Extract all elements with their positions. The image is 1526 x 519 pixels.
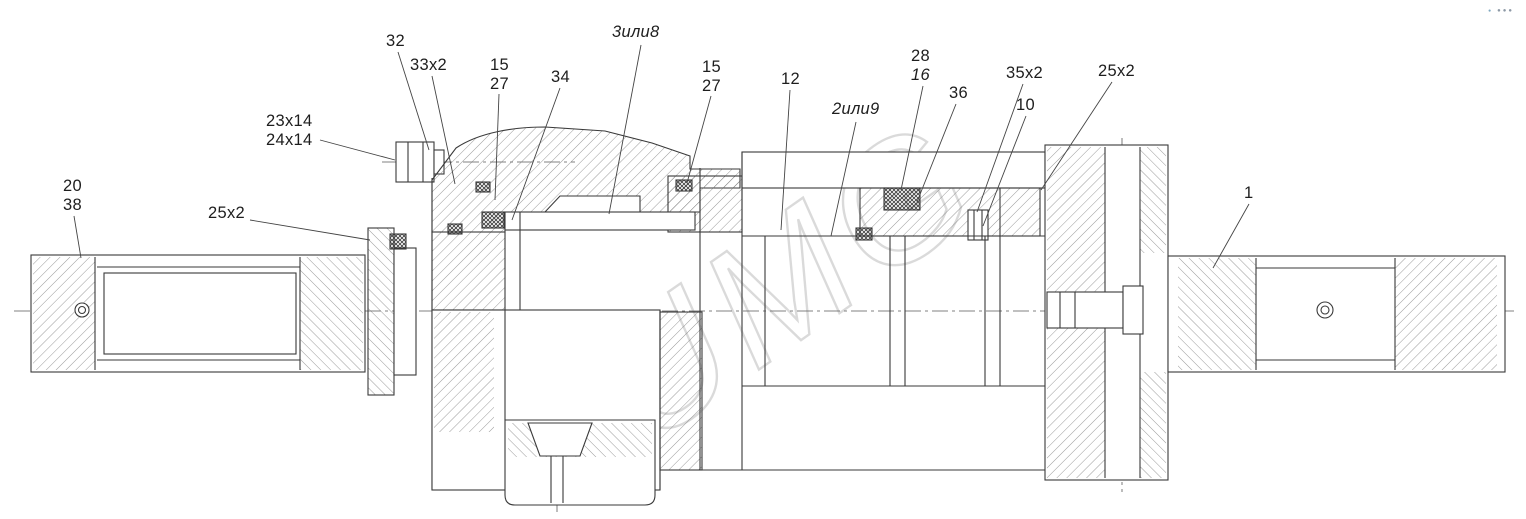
callout-line: 20	[63, 177, 82, 195]
callout-line: 12	[781, 70, 800, 88]
upper-housing	[431, 126, 743, 490]
right-cap	[1044, 144, 1169, 481]
callout-15-27-b: 15 27	[702, 58, 721, 96]
lower-body	[431, 168, 703, 506]
callout-20-38: 20 38	[63, 177, 82, 215]
callout-33x2: 33x2	[410, 56, 447, 75]
callout-line: 10	[1016, 96, 1035, 114]
leader-line	[397, 51, 430, 151]
callout-32: 32	[386, 32, 405, 51]
callout-line: 24x14	[266, 130, 313, 149]
callout-line: 16	[911, 65, 930, 84]
callout-line: 15	[702, 58, 721, 76]
callout-line: 25x2	[1098, 62, 1135, 80]
right-rod	[1167, 255, 1506, 373]
leader-line	[976, 83, 1024, 213]
corner-dots-icon: ● ●●●	[1488, 8, 1514, 14]
callout-line: 27	[702, 76, 721, 95]
seal-28-16	[883, 187, 921, 211]
callout-2-or-9: 2или9	[832, 100, 880, 119]
cylinder-barrel	[700, 151, 1046, 471]
corner-dot-row: ●●●	[1497, 8, 1514, 14]
leader-line	[511, 87, 561, 221]
callout-line: 15	[490, 56, 509, 74]
callout-line: 23x14	[266, 112, 313, 130]
left-flange	[367, 141, 445, 396]
callout-line: 25x2	[208, 204, 245, 222]
callout-line: 2или9	[832, 100, 880, 118]
callout-25x2-right: 25x2	[1098, 62, 1135, 81]
leader-line	[1212, 203, 1250, 269]
leader-line	[1040, 81, 1113, 191]
callout-line: 34	[551, 68, 570, 86]
leader-line	[319, 139, 396, 161]
rod-part-3or8	[504, 211, 696, 231]
cap-bolt	[1046, 291, 1124, 329]
callout-line: 35x2	[1006, 64, 1043, 82]
seal-2or9	[855, 227, 873, 241]
seal-15-27-a	[475, 181, 491, 193]
leader-line	[431, 75, 456, 185]
flange-oring-seal	[389, 233, 407, 250]
leader-line	[494, 93, 500, 201]
leader-line	[916, 103, 957, 203]
bottom-notch	[527, 422, 593, 457]
leader-lines	[73, 44, 1250, 269]
callout-23x14-24x14: 23x14 24x14	[266, 112, 312, 150]
seal-34	[481, 211, 505, 229]
callout-10: 10	[1016, 96, 1035, 115]
callout-line: 1	[1244, 184, 1254, 202]
callout-3-or-8: 3или8	[612, 23, 660, 42]
callout-line: 28	[911, 47, 930, 65]
callout-12: 12	[781, 70, 800, 89]
leader-line	[982, 115, 1027, 227]
callout-line: 36	[949, 84, 968, 102]
leader-line	[686, 95, 712, 184]
callout-1: 1	[1244, 184, 1253, 203]
callout-25x2-left: 25x2	[208, 204, 245, 223]
leader-line	[780, 89, 791, 231]
callout-28-16: 28 16	[911, 47, 930, 85]
callout-line: 32	[386, 32, 405, 50]
callout-line: 3или8	[612, 23, 660, 41]
callout-35x2: 35x2	[1006, 64, 1043, 83]
leader-line	[830, 121, 857, 237]
leader-line	[900, 85, 924, 191]
seal-15-27-b	[675, 179, 693, 192]
left-rod	[30, 254, 366, 373]
callout-15-27-a: 15 27	[490, 56, 509, 94]
callout-line: 33x2	[410, 56, 447, 74]
callout-line: 38	[63, 195, 82, 214]
leader-line	[73, 215, 82, 259]
callout-34: 34	[551, 68, 570, 87]
callout-line: 27	[490, 74, 509, 93]
corner-dot: ●	[1488, 8, 1494, 14]
leader-line	[249, 219, 371, 241]
callout-36: 36	[949, 84, 968, 103]
flange-bolt	[395, 141, 435, 183]
leader-line	[608, 44, 642, 215]
